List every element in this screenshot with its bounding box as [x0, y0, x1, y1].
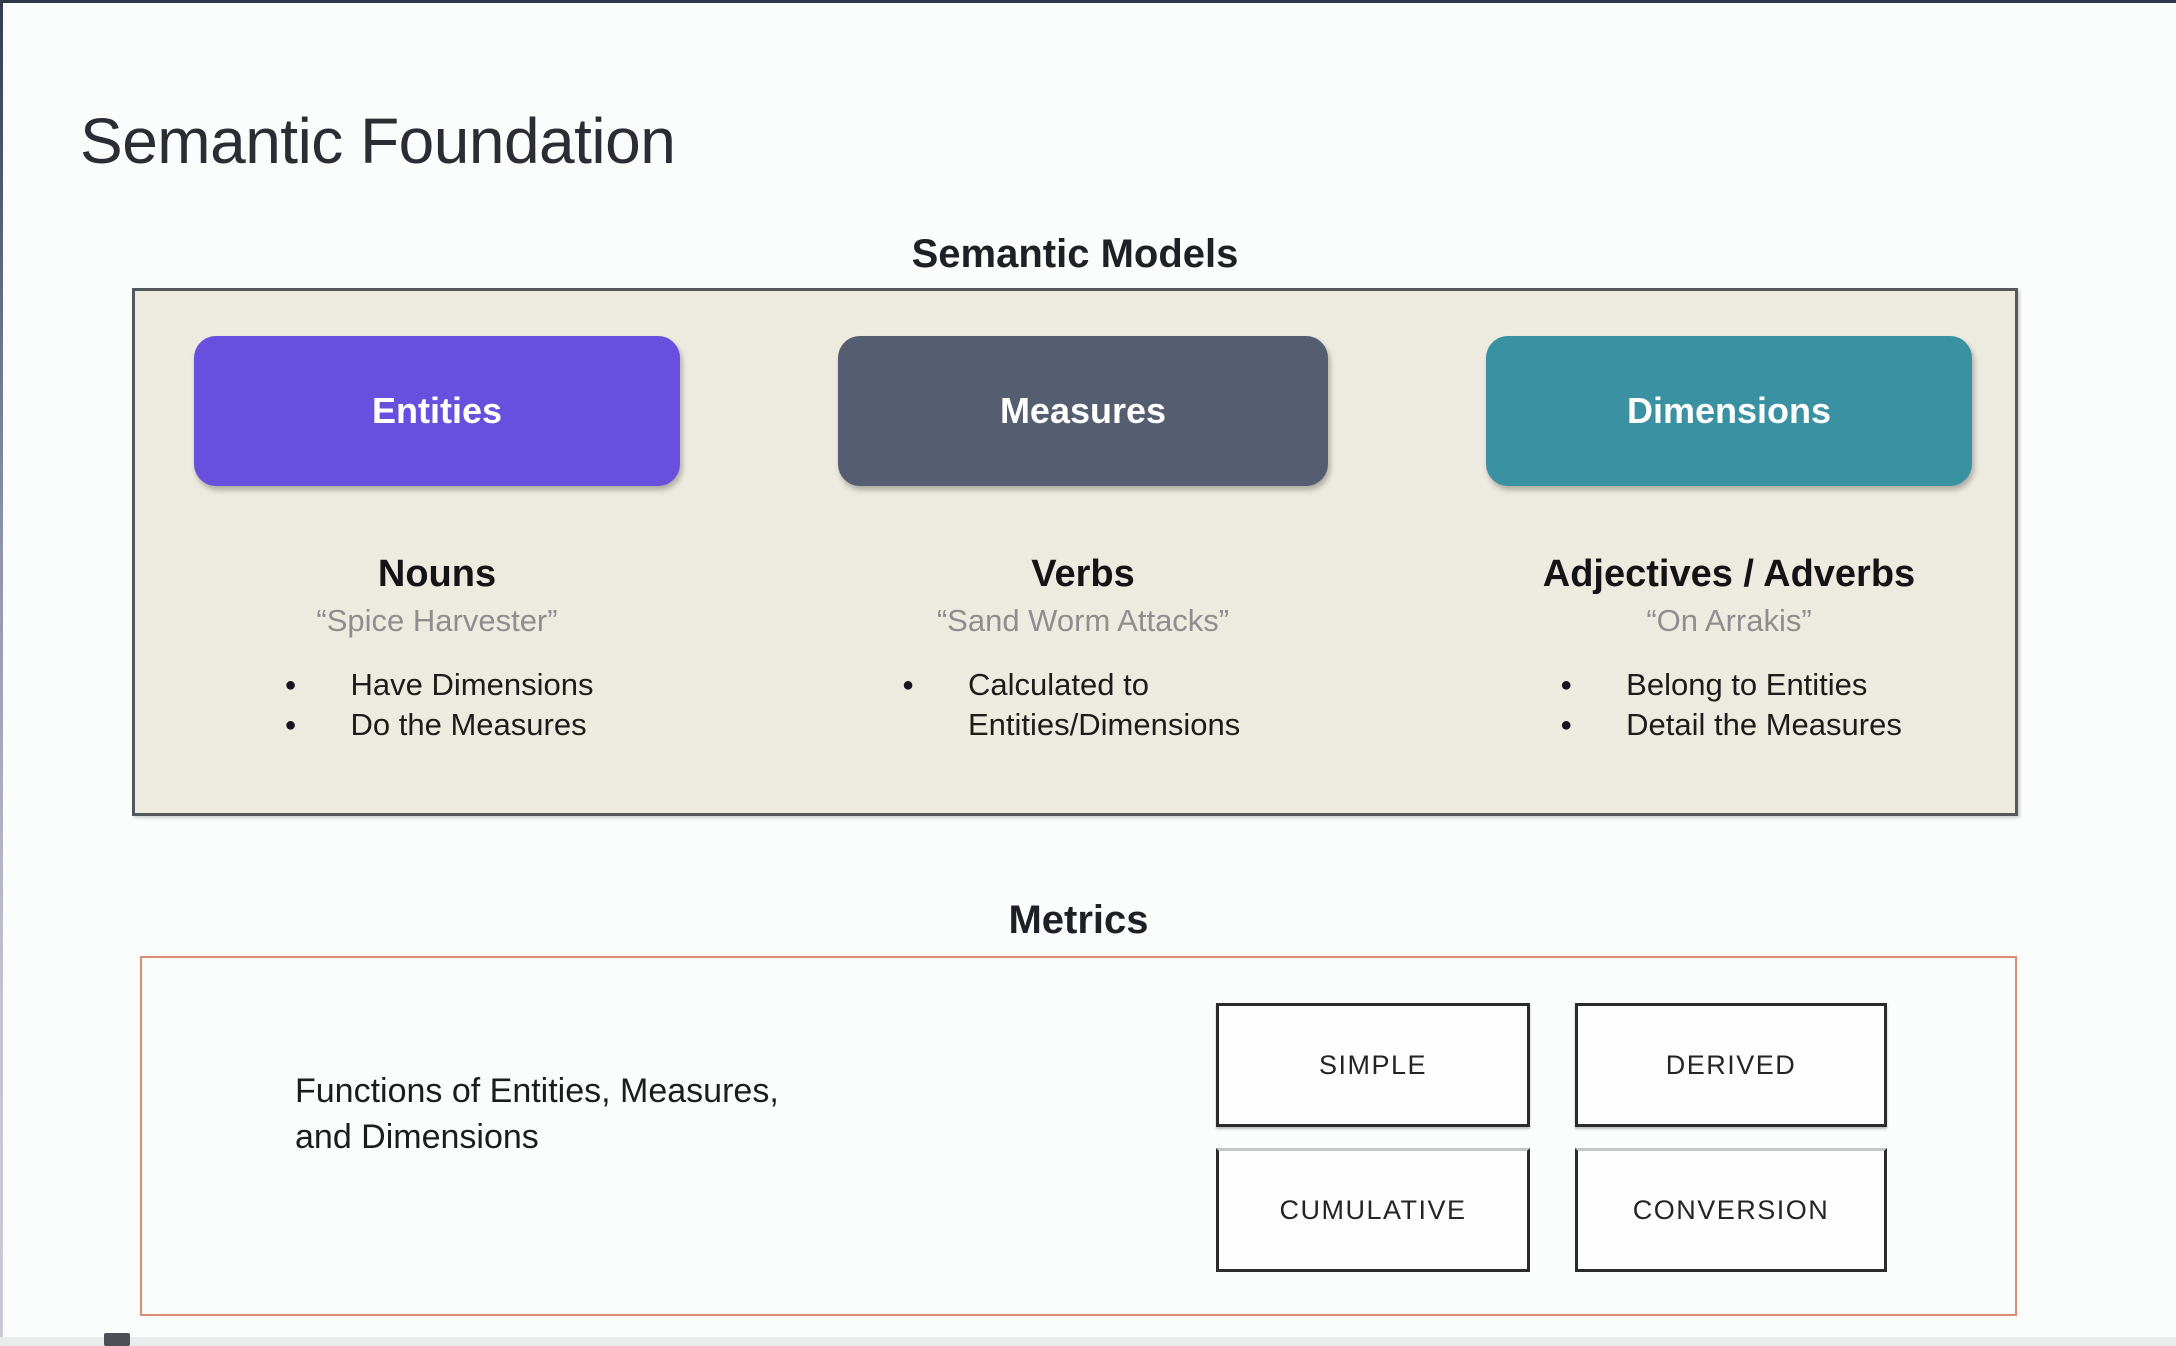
list-item: ● Have Dimensions — [281, 665, 594, 705]
window-bottom-edge — [0, 1337, 2176, 1346]
entities-bullet-list: ● Have Dimensions ● Do the Measures — [281, 665, 594, 745]
metric-type-simple: SIMPLE — [1216, 1003, 1530, 1127]
bullet-icon: ● — [902, 673, 915, 696]
bullet-icon: ● — [1560, 713, 1573, 736]
dimensions-box: Dimensions — [1486, 336, 1972, 486]
dimensions-bullet-list: ● Belong to Entities ● Detail the Measur… — [1556, 665, 1902, 745]
metric-type-cumulative: CUMULATIVE — [1216, 1148, 1530, 1272]
measures-column: Measures Verbs “Sand Worm Attacks” ● Cal… — [838, 336, 1328, 745]
metric-type-derived: DERIVED — [1575, 1003, 1887, 1127]
metrics-panel — [140, 956, 2017, 1316]
bottom-edge-mark — [104, 1333, 130, 1346]
metrics-title: Metrics — [1008, 898, 1149, 942]
bullet-icon: ● — [284, 673, 297, 696]
measures-box: Measures — [838, 336, 1328, 486]
entities-column: Entities Nouns “Spice Harvester” ● Have … — [194, 336, 680, 745]
semantic-models-title: Semantic Models — [911, 232, 1239, 276]
bullet-icon: ● — [1560, 673, 1573, 696]
entities-heading: Nouns — [377, 553, 497, 595]
dimensions-column: Dimensions Adjectives / Adverbs “On Arra… — [1486, 336, 1972, 745]
list-item: ● Calculated to Entities/Dimensions — [898, 665, 1268, 745]
bullet-icon: ● — [284, 713, 297, 736]
entities-quote: “Spice Harvester” — [316, 602, 558, 638]
dimensions-quote: “On Arrakis” — [1646, 602, 1812, 638]
dimensions-heading: Adjectives / Adverbs — [1542, 553, 1916, 595]
window-left-edge — [0, 0, 3, 1346]
measures-bullet-list: ● Calculated to Entities/Dimensions — [898, 665, 1268, 745]
metrics-description-line2: and Dimensions — [295, 1118, 539, 1156]
page-title: Semantic Foundation — [80, 104, 676, 177]
measures-heading: Verbs — [1031, 553, 1135, 595]
metrics-description-line1: Functions of Entities, Measures, — [295, 1072, 779, 1110]
list-item: ● Do the Measures — [281, 705, 594, 745]
metric-type-conversion: CONVERSION — [1575, 1148, 1887, 1272]
measures-quote: “Sand Worm Attacks” — [936, 602, 1230, 638]
entities-box: Entities — [194, 336, 680, 486]
metrics-description: Functions of Entities, Measures, and Dim… — [295, 1068, 779, 1160]
list-item: ● Detail the Measures — [1556, 705, 1902, 745]
list-item: ● Belong to Entities — [1556, 665, 1902, 705]
window-top-edge — [0, 0, 2176, 3]
